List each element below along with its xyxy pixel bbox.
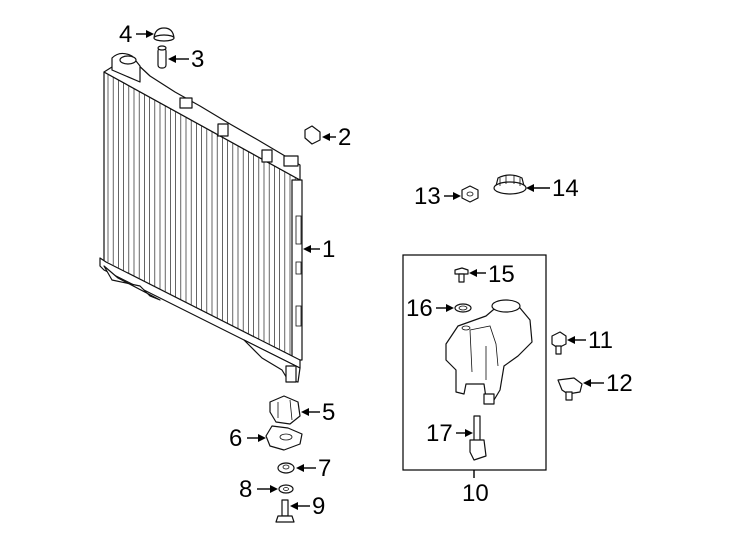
bushing-part-7 [277, 462, 295, 474]
clip-part-2 [304, 125, 321, 145]
coolant-reservoir [445, 299, 533, 405]
radiator [99, 52, 303, 383]
callout-label-3: 3 [191, 46, 204, 73]
nut-part-13 [461, 185, 479, 203]
cap-part-4 [153, 27, 175, 42]
callout-label-1: 1 [322, 236, 335, 263]
callout-label-14: 14 [552, 175, 579, 202]
callout-label-13: 13 [414, 183, 441, 210]
callout-label-8: 8 [239, 476, 252, 503]
callout-label-7: 7 [318, 455, 331, 482]
bracket-part-12 [557, 377, 583, 401]
insulator-part-5 [269, 395, 301, 425]
callout-arrowhead-9 [290, 502, 298, 510]
callout-arrowhead-16 [446, 304, 454, 312]
callout-arrowhead-4 [146, 30, 154, 38]
callout-arrowhead-7 [296, 464, 304, 472]
callout-label-4: 4 [119, 21, 132, 48]
washer-part-8 [278, 484, 294, 494]
callout-arrowhead-5 [301, 408, 309, 416]
callout-label-9: 9 [312, 493, 325, 520]
callout-arrowhead-1 [303, 245, 311, 253]
pin-part-3 [157, 45, 167, 69]
o-ring-part-16 [454, 303, 472, 313]
callout-label-2: 2 [338, 124, 351, 151]
callout-arrowhead-8 [270, 485, 278, 493]
callout-label-5: 5 [322, 399, 335, 426]
callout-arrowhead-2 [322, 133, 330, 141]
callout-label-10: 10 [462, 480, 489, 507]
callout-arrowhead-15 [469, 269, 477, 277]
callout-label-15: 15 [488, 261, 515, 288]
callout-arrowhead-11 [567, 336, 575, 344]
callout-arrowhead-14 [526, 184, 534, 192]
insulator-part-6 [265, 425, 303, 451]
callout-arrowhead-6 [258, 434, 266, 442]
callout-label-11: 11 [588, 327, 613, 354]
bolt-part-15 [454, 267, 469, 283]
callout-label-12: 12 [606, 370, 633, 397]
bolt-part-9 [275, 499, 295, 523]
callout-label-6: 6 [229, 425, 242, 452]
level-sensor-part-17 [469, 415, 487, 461]
callout-arrowhead-13 [453, 192, 461, 200]
callout-arrowhead-17 [465, 429, 473, 437]
reservoir-cap-part-14 [493, 174, 527, 195]
callout-label-17: 17 [426, 420, 453, 447]
reservoir-assembly-box-part-10 [402, 254, 547, 478]
bolt-part-11 [551, 331, 567, 355]
callout-label-16: 16 [406, 295, 433, 322]
callout-arrowhead-3 [168, 55, 176, 63]
callout-arrowhead-12 [583, 379, 591, 387]
